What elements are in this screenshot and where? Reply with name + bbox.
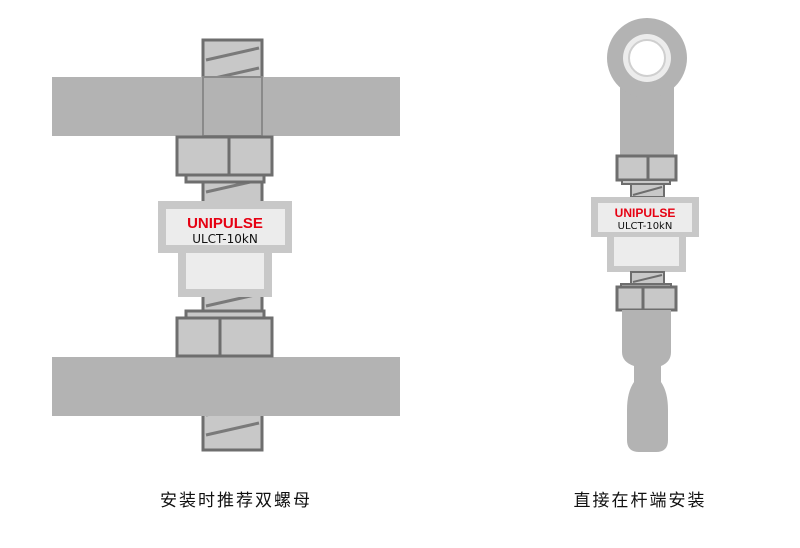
lower-rod xyxy=(622,310,671,452)
top-plate xyxy=(52,77,400,136)
load-cell-base-face xyxy=(186,253,264,289)
top-nut xyxy=(175,135,274,177)
brand-logo: UNIPULSE xyxy=(187,215,263,232)
model-label: ULCT-10kN xyxy=(192,232,258,246)
top-washer xyxy=(184,173,266,184)
load-cell-label-plate xyxy=(598,203,692,232)
eye-hole xyxy=(628,39,666,77)
load-cell-base-face xyxy=(614,237,679,266)
brand-logo: UNIPULSE xyxy=(615,206,676,220)
load-cell-label-plate xyxy=(166,209,285,245)
left-double-nut-figure: UNIPULSE ULCT-10kN 安装时推荐双螺母 xyxy=(52,38,400,511)
right-caption: 直接在杆端安装 xyxy=(574,491,707,511)
left-caption: 安装时推荐双螺母 xyxy=(160,491,312,511)
lower-nut xyxy=(615,285,678,312)
bottom-nut xyxy=(175,316,274,358)
bottom-plate xyxy=(52,357,400,416)
model-label: ULCT-10kN xyxy=(618,221,673,232)
right-rod-end-figure: UNIPULSE ULCT-10kN 直接在杆端安装 xyxy=(574,18,707,511)
